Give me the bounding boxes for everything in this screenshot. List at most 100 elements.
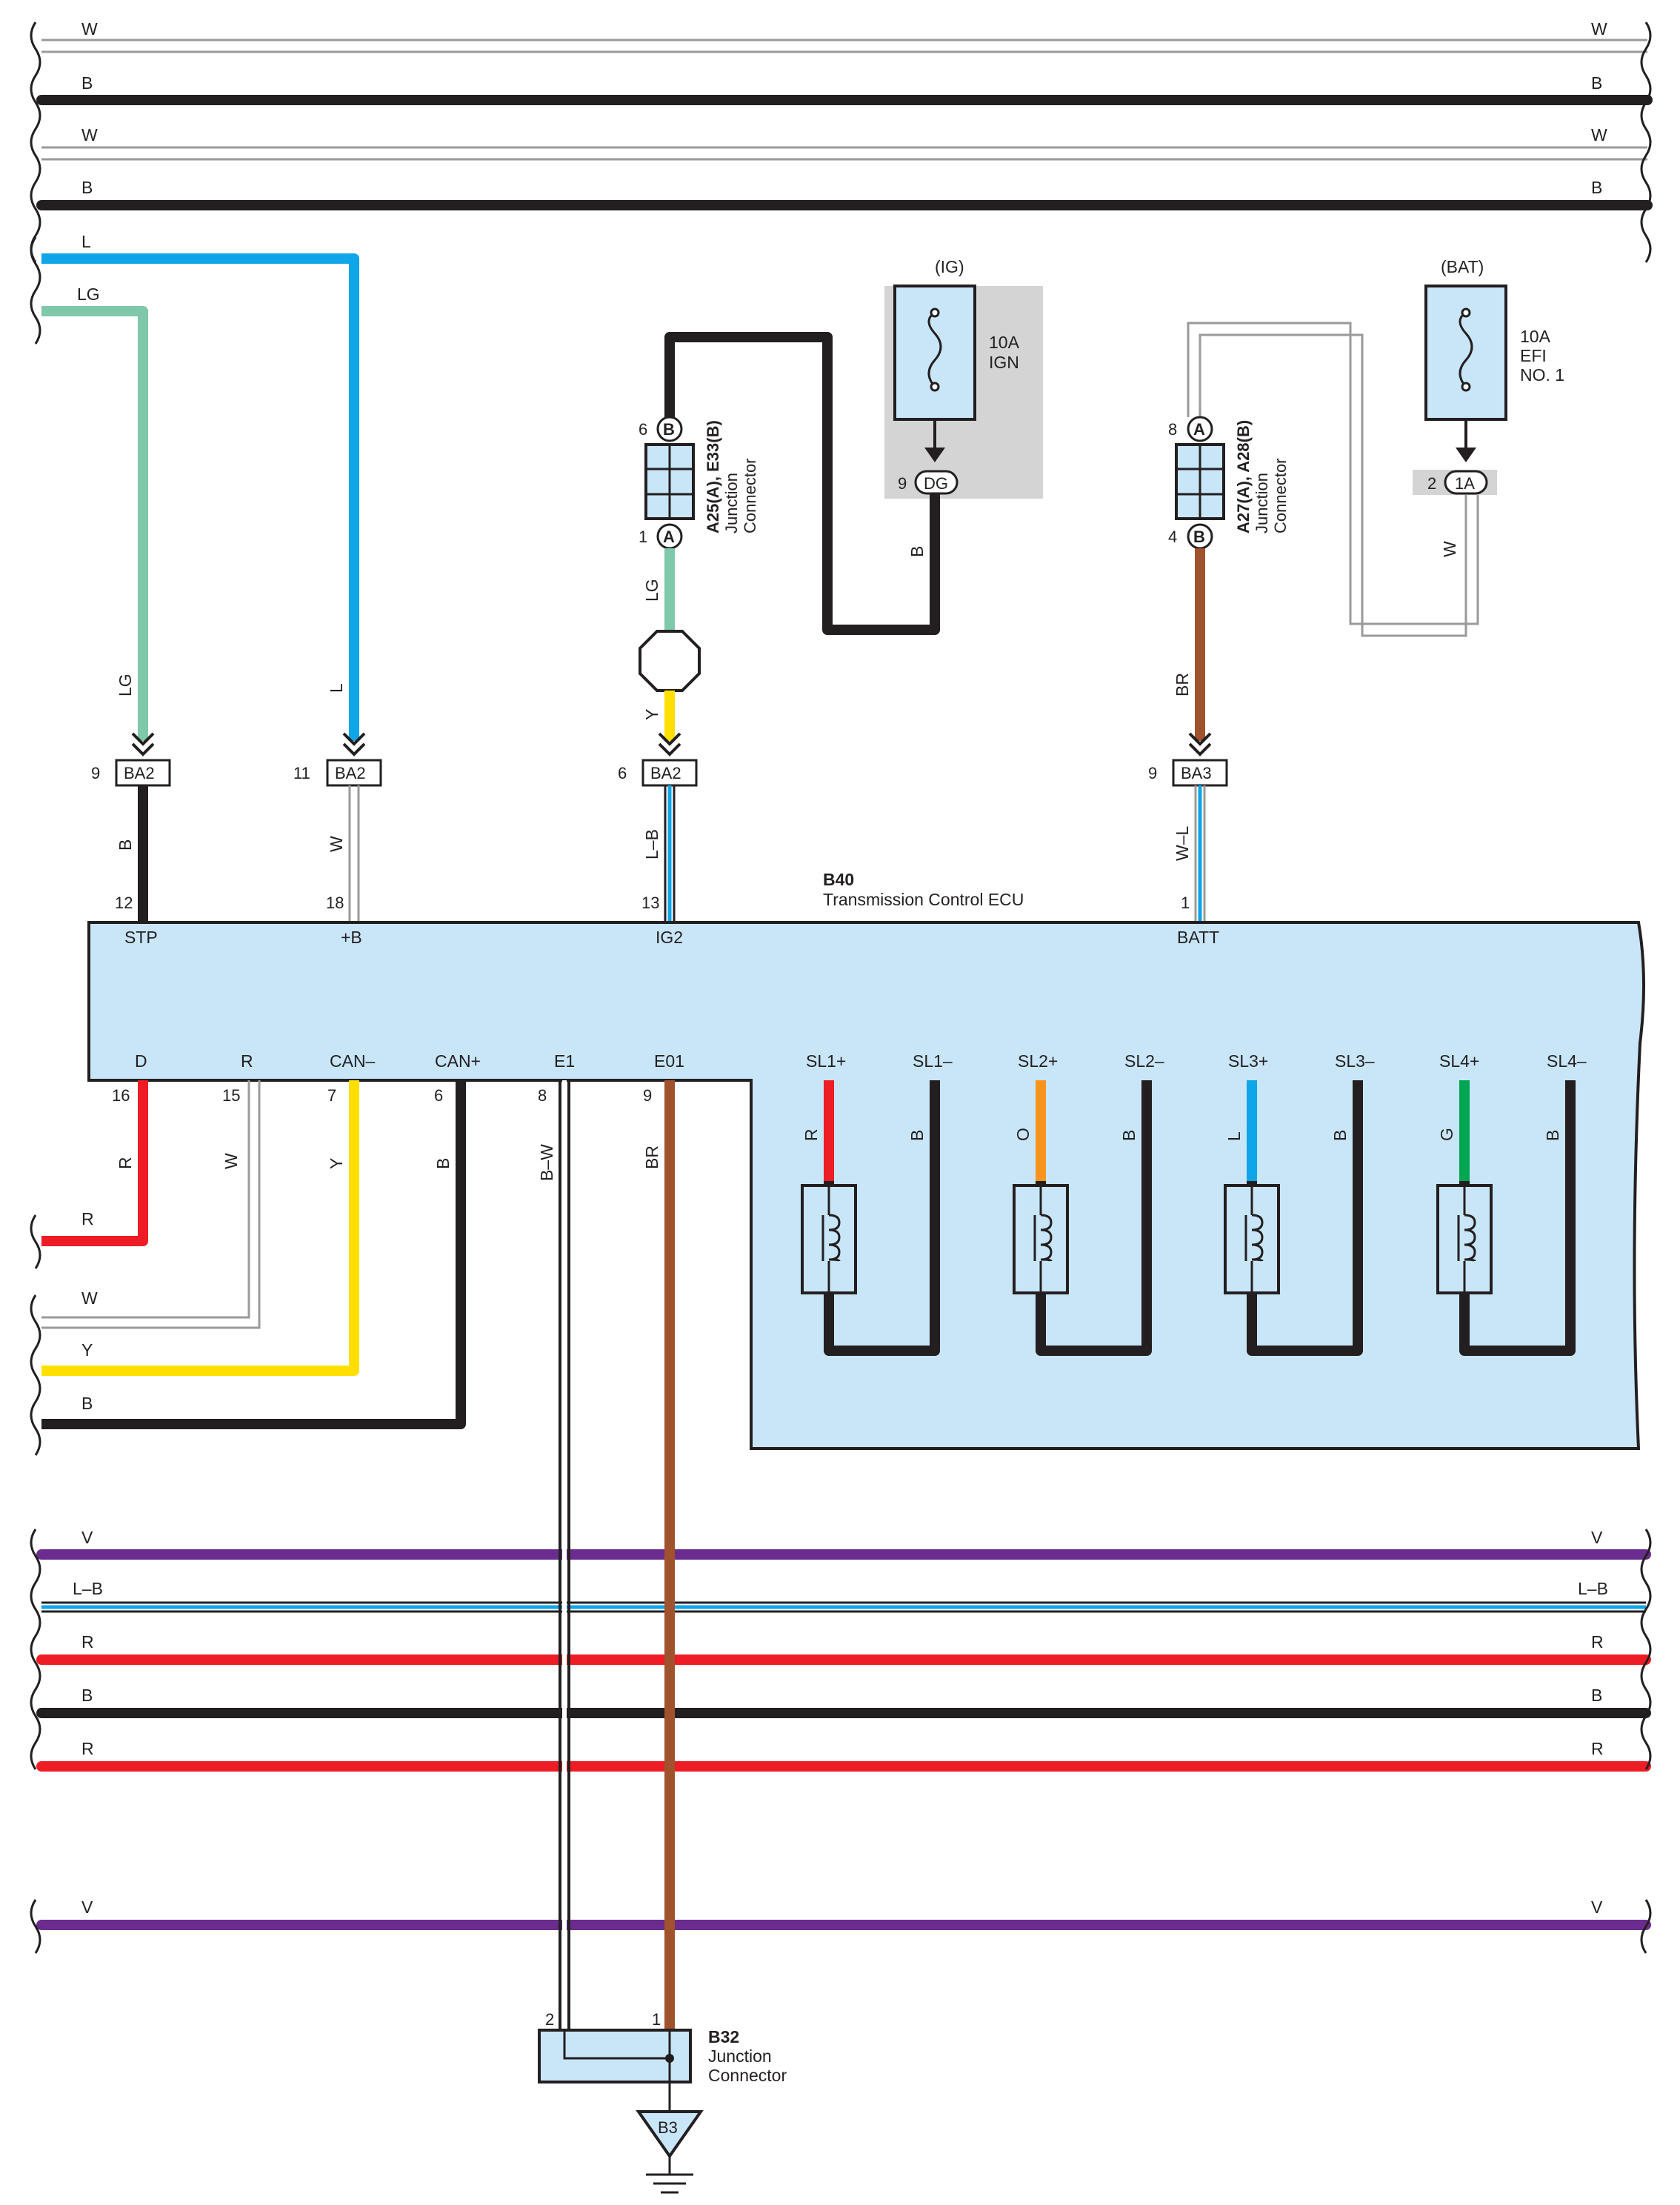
svg-text:9: 9 [898, 474, 907, 493]
svg-text:Connector: Connector [1271, 458, 1290, 533]
terminal-pin: 8 [538, 1086, 547, 1105]
connector-pin: 9 [1148, 764, 1157, 782]
svg-text:R: R [81, 1739, 94, 1758]
terminal-wire-color: R [116, 1157, 135, 1169]
svg-text:B: B [907, 546, 927, 557]
svg-text:V: V [81, 1898, 93, 1917]
svg-text:Y: Y [642, 709, 661, 720]
svg-text:B: B [1591, 1686, 1602, 1705]
left-break-marks [30, 21, 41, 345]
svg-text:Transmission Control ECU: Transmission Control ECU [823, 890, 1024, 909]
svg-text:B3: B3 [658, 2118, 678, 2137]
svg-text:A25(A), E33(B): A25(A), E33(B) [704, 420, 722, 533]
connector-pin: 11 [293, 764, 310, 782]
ground-b3: B3 [636, 2110, 704, 2194]
jc-b32: 2 1 B32 Junction Connector [538, 2010, 787, 2112]
wire-r-output: W [41, 1080, 261, 1329]
svg-text:R: R [81, 1209, 94, 1228]
terminal-wire-color: BR [642, 1145, 661, 1169]
svg-text:R: R [1591, 1739, 1604, 1758]
fuse-icon [1459, 311, 1473, 388]
svg-text:W: W [81, 1288, 98, 1308]
solenoid-wire-minus: B [1543, 1130, 1562, 1141]
svg-text:B: B [1591, 178, 1602, 197]
wire-a25-lg: LG [642, 548, 675, 631]
terminal-pin: 16 [112, 1086, 130, 1105]
svg-text:10A: 10A [1520, 327, 1551, 346]
bottom-wire-6: V V [36, 1898, 1651, 1930]
svg-text:L–B: L–B [73, 1579, 103, 1598]
jc-a25: B 6 A 1 A25(A), E33(B) Junction Connecto… [639, 416, 759, 550]
fuse-icon [927, 311, 942, 388]
svg-text:1A: 1A [1455, 474, 1475, 493]
solenoid-minus-label: SL4– [1547, 1051, 1587, 1071]
solenoid-wire-plus: G [1437, 1128, 1456, 1141]
wire-ig-to-a25: B [664, 332, 940, 635]
solenoid-minus-label: SL3– [1335, 1051, 1375, 1071]
svg-text:B: B [81, 1394, 93, 1413]
svg-text:V: V [81, 1528, 93, 1547]
svg-text:W: W [327, 836, 346, 852]
wire-d-output: R [41, 1080, 148, 1246]
ig-fuse-block: (IG) 10A IGN DG 9 [884, 257, 1043, 499]
svg-text:EFI: EFI [1520, 346, 1547, 365]
terminal-label: R [241, 1051, 253, 1071]
solenoid-plus-label: SL4+ [1439, 1051, 1479, 1071]
wire-l-input: L L [41, 232, 359, 741]
terminal-label: CAN– [330, 1051, 376, 1071]
svg-text:W: W [1591, 19, 1607, 39]
svg-text:B: B [663, 420, 675, 439]
svg-text:Junction: Junction [1253, 473, 1271, 533]
svg-text:A: A [663, 528, 675, 546]
solenoid-minus-label: SL2– [1124, 1051, 1164, 1071]
terminal-wire-color: B [433, 1158, 453, 1169]
solenoid-wire-minus: B [907, 1130, 927, 1141]
connector-pin: 9 [91, 764, 100, 782]
svg-text:L–B: L–B [642, 829, 661, 859]
svg-text:B: B [1193, 528, 1205, 546]
svg-text:Junction: Junction [722, 473, 741, 533]
svg-text:B: B [81, 178, 93, 197]
svg-text:B32: B32 [708, 2027, 739, 2046]
svg-text:LG: LG [77, 285, 100, 304]
svg-text:DG: DG [924, 474, 948, 493]
svg-text:4: 4 [1168, 528, 1177, 546]
svg-text:V: V [1591, 1528, 1603, 1547]
svg-text:W: W [1591, 125, 1607, 144]
svg-text:8: 8 [1168, 420, 1177, 439]
jc-a27: A 8 B 4 A27(A), A28(B) Junction Connecto… [1168, 416, 1290, 550]
wire-a27-br: BR [1173, 548, 1205, 741]
terminal-pin: 9 [643, 1086, 652, 1105]
svg-text:Connector: Connector [741, 458, 759, 533]
terminal-batt: BATT [1177, 928, 1219, 947]
svg-text:B: B [81, 1686, 93, 1705]
svg-text:B40: B40 [823, 870, 854, 889]
bat-fuse-block: (BAT) 10A EFI NO. 1 1A 2 [1413, 257, 1564, 495]
svg-text:(BAT): (BAT) [1441, 257, 1484, 276]
terminal-plus-b: +B [341, 928, 362, 947]
bottom-wire-3: R R [36, 1632, 1651, 1665]
svg-text:A: A [1193, 420, 1205, 439]
left-break-bottom [30, 1529, 41, 1954]
svg-text:W: W [81, 19, 98, 39]
terminal-wire-color: Y [327, 1158, 346, 1169]
svg-text:2: 2 [545, 2010, 554, 2029]
terminal-ig2: IG2 [656, 928, 683, 947]
svg-text:Junction: Junction [708, 2046, 772, 2066]
top-wire-2: B B [36, 73, 1653, 105]
wire-batt: W–L 1 [1173, 785, 1206, 922]
svg-text:B: B [116, 839, 135, 851]
solenoid-wire-plus: L [1224, 1131, 1244, 1141]
svg-text:A27(A), A28(B): A27(A), A28(B) [1234, 420, 1253, 533]
wire-ig2: L–B 13 [641, 785, 676, 922]
svg-text:2: 2 [1427, 474, 1436, 493]
svg-text:BR: BR [1173, 673, 1192, 696]
right-break-marks [1640, 21, 1652, 263]
